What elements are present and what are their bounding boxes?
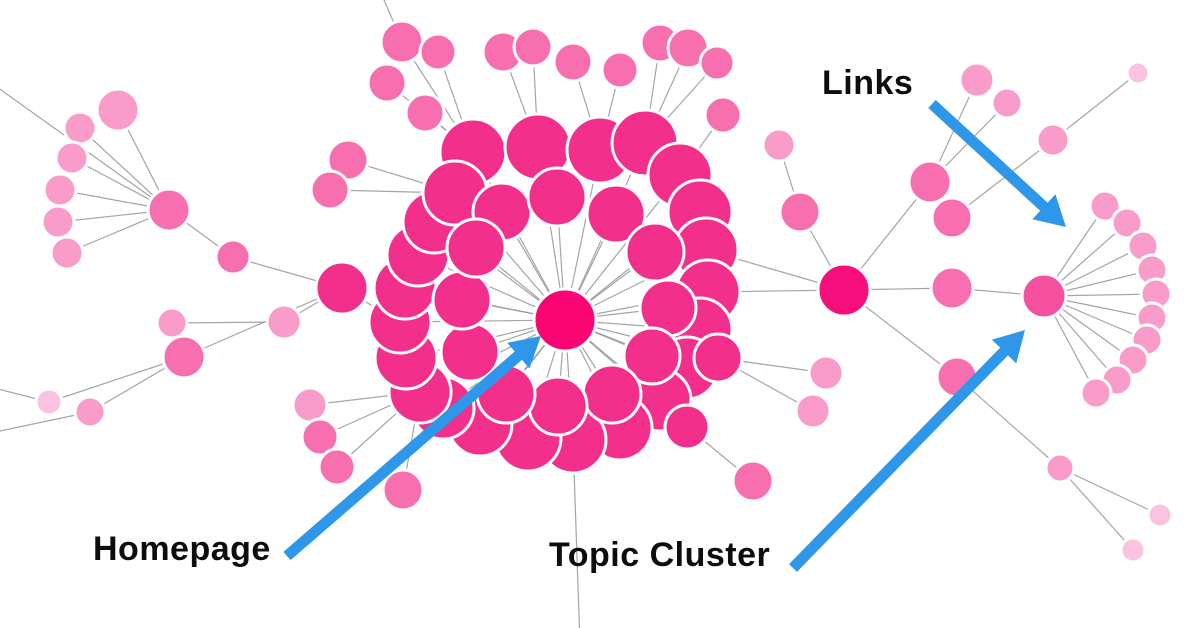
graph-node	[291, 386, 329, 424]
graph-edge	[171, 321, 285, 324]
graph-node	[585, 183, 647, 245]
graph-node	[622, 326, 682, 386]
graph-node	[379, 19, 425, 65]
label-topic-cluster: Topic Cluster	[549, 536, 771, 574]
topic-cluster-arrow	[789, 343, 1013, 572]
graph-node	[439, 321, 501, 383]
graph-edge	[956, 376, 1061, 469]
graph-node	[1110, 206, 1144, 240]
graph-node	[527, 375, 589, 437]
graph-node	[300, 417, 340, 457]
graph-node	[1035, 122, 1071, 158]
graph-node	[703, 95, 743, 135]
graph-node	[49, 235, 85, 271]
graph-edge	[183, 287, 343, 358]
graph-node	[161, 334, 207, 380]
graph-node	[54, 140, 90, 176]
graph-edge	[0, 411, 91, 432]
graph-node	[431, 269, 493, 331]
graph-node	[663, 403, 711, 451]
graph-node	[155, 306, 189, 340]
graph-node	[929, 265, 975, 311]
graph-edge	[48, 356, 185, 403]
graph-node	[404, 92, 446, 134]
graph-node	[698, 44, 736, 82]
graph-edge	[1059, 467, 1134, 551]
homepage-arrow-head	[507, 336, 541, 369]
graph-node	[761, 127, 797, 163]
graph-node	[600, 50, 640, 90]
graph-node	[214, 238, 252, 276]
graph-node	[95, 87, 141, 133]
graph-node	[1020, 272, 1068, 320]
graph-node	[42, 172, 78, 208]
graph-node	[418, 32, 458, 72]
graph-node	[62, 110, 98, 146]
graph-node	[1146, 501, 1174, 529]
graph-node	[34, 387, 64, 417]
graph-node	[309, 169, 351, 211]
graph-node	[526, 166, 588, 228]
label-links: Links	[822, 64, 914, 102]
graph-node	[1044, 452, 1076, 484]
graph-node	[958, 61, 996, 99]
graph-node	[40, 204, 76, 240]
graph-node	[907, 159, 953, 205]
graph-node	[1125, 60, 1151, 86]
graph-node	[265, 303, 303, 341]
graph-node	[1119, 536, 1147, 564]
graph-node	[794, 392, 832, 430]
graph-node	[624, 221, 686, 283]
graph-node	[512, 26, 554, 68]
graph-node	[146, 187, 192, 233]
graph-node	[73, 395, 107, 429]
homepage-arrow	[283, 347, 527, 561]
links-arrow	[928, 99, 1053, 215]
graph-node	[317, 447, 357, 487]
graph-edge	[1059, 467, 1161, 516]
nodes-layer	[34, 19, 1174, 564]
graph-node	[366, 62, 408, 104]
graph-node	[552, 41, 594, 83]
arrows-layer	[283, 99, 1066, 572]
graph-node	[778, 190, 822, 234]
graph-node	[807, 354, 845, 392]
graph-node	[314, 260, 370, 316]
graph-node	[445, 217, 507, 279]
topic-cluster-arrow-head	[991, 330, 1025, 364]
graph-node	[990, 86, 1024, 120]
graph-edge	[1052, 72, 1139, 141]
graph-node	[381, 468, 425, 512]
graph-node	[816, 262, 872, 318]
graph-node	[692, 332, 744, 384]
graph-node	[326, 138, 370, 182]
homepage-node	[532, 287, 598, 353]
label-homepage: Homepage	[93, 530, 271, 568]
graph-node	[1079, 376, 1113, 410]
graph-node	[731, 459, 775, 503]
links-arrow-head	[1032, 194, 1066, 227]
graph-node	[581, 363, 643, 425]
graph-node	[1088, 189, 1122, 223]
graph-node	[930, 196, 974, 240]
